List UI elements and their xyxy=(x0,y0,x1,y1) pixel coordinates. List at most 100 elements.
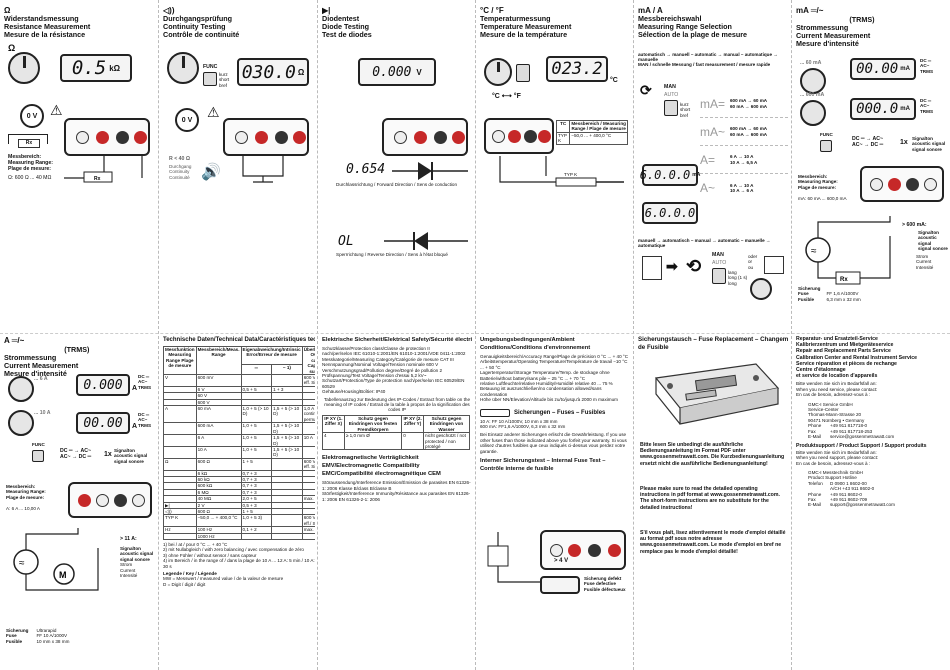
rotary-switch-icon: Ω xyxy=(8,43,40,84)
a-dc-ac-icon: A ═/~ xyxy=(4,336,25,345)
rotary-switch-icon xyxy=(484,58,512,86)
fold-line xyxy=(317,0,318,670)
resistor-icon: Rx xyxy=(18,139,40,148)
table-cell-type: TYP K xyxy=(555,131,571,145)
techdata-cell: 600 Ω xyxy=(195,507,242,516)
continuity-panel: ◁)) Durchgangsprüfung Continuity Testing… xyxy=(163,6,313,326)
func-button-icon xyxy=(203,72,217,86)
dc-ac-trms-labels: DC ═AC~TRMS xyxy=(138,374,152,390)
rotary-switch-icon xyxy=(8,376,34,402)
legend-title: Legende / Key / Légende xyxy=(163,571,217,577)
multimeter-jacks-icon xyxy=(484,118,554,154)
func-label: FUNC xyxy=(820,132,833,137)
techdata-cell xyxy=(163,532,197,541)
lcd-unit: °C xyxy=(610,77,618,84)
diode-title-en: Diode Testing xyxy=(322,22,369,31)
techdata-cell xyxy=(271,514,303,528)
lcd-value: 00.00 xyxy=(83,415,123,431)
man-label: MAN xyxy=(664,84,676,90)
continuity-title-de: Durchgangsprüfung xyxy=(163,14,233,23)
techdata-cell xyxy=(301,445,315,459)
safety-panel: Elektrische Sicherheit/Elektrical Safety… xyxy=(322,336,472,666)
lcd-display-b: 6.0.0.0 xyxy=(642,202,698,224)
techdata-cell: 600 mA xyxy=(195,422,242,436)
rotary-switch-icon xyxy=(750,278,772,300)
lcd-value: 00.00 xyxy=(856,61,899,77)
techdata-cell: 600 V DC AC eff. Sinus xyxy=(301,374,315,387)
ip-head-4: Schutz gegen Eindringen von Wasser xyxy=(423,414,470,434)
rotary-switch-icon xyxy=(800,100,826,126)
range-value: mA: 60 mA ... 600,0 mA xyxy=(798,196,847,202)
techdata-cell: Ω xyxy=(163,457,197,471)
fuse-test-value: > 4 V xyxy=(554,558,569,564)
techdata-cell xyxy=(271,374,303,387)
legend-2: D = Digit / digit / digit xyxy=(163,581,206,587)
techdata-row: 1000 Hz xyxy=(163,532,315,541)
multimeter-jacks-icon xyxy=(64,118,150,156)
lcd-value: 030.0 xyxy=(241,61,296,83)
techdata-notes: 1) bei / at / pour 0 °C ... + 40 °C 2) m… xyxy=(163,542,315,569)
techdata-cell: 1,0 + 5 xyxy=(240,445,273,459)
current-a-title-fr: Mesure d'intensité xyxy=(4,369,67,378)
head-range: Messbereich/Meas. Range xyxy=(195,345,242,376)
temperature-icon: °C / °F xyxy=(480,6,504,15)
continuity-title-fr: Contrôle de continuité xyxy=(163,30,240,39)
range-label-en: Measuring Range: xyxy=(8,160,53,167)
instruction-de: Bitte lesen Sie unbedingt die ausführlic… xyxy=(640,442,785,467)
threshold-label: R < 40 Ω xyxy=(169,156,191,162)
ohm-setting-icon: Ω xyxy=(8,43,16,53)
ip-head-2: Schutz gegen Eindringen von festen Fremd… xyxy=(343,414,403,434)
range-value: A: 6 A ... 10,00 A xyxy=(6,506,40,512)
auto-label-2: AUTO xyxy=(712,260,727,266)
service-company: GMC-I Service GmbH Service-Center Thomas… xyxy=(808,401,865,423)
head-overload: Überlastbarkeit Overload capacity Capaci… xyxy=(301,345,315,376)
rotary-switch-icon xyxy=(800,68,826,94)
ip-head-3: IP XY (2. Ziffer Y) xyxy=(401,414,425,434)
techdata-cell: 10 A xyxy=(195,445,242,459)
test-leads-icon xyxy=(242,156,284,183)
func-button-icon xyxy=(32,450,44,462)
techdata-cell: −50,0 ... + 400,0 °C xyxy=(195,514,242,528)
techdata-cell: 1,5 + 5 (> 10 D) xyxy=(271,434,303,447)
emv-lines: Störaussendung/Interference Emission/Émi… xyxy=(322,480,471,502)
continuity-title-en: Continuity Testing xyxy=(163,22,226,31)
techdata-cell xyxy=(240,532,273,541)
fuse-note: Bei Einsatz anderer Sicherungen erlischt… xyxy=(480,432,627,454)
man-button-icon xyxy=(664,100,678,116)
thermocouple-probe-icon xyxy=(499,156,624,187)
toggle-labels: DC ═ → AC~AC~ → DC ═ xyxy=(60,448,92,461)
ip-caption: Tabellenauszug zur Bedeutung des IP-Code… xyxy=(323,396,471,413)
ip-cell: 4 xyxy=(322,432,345,451)
multimeter-jacks-icon xyxy=(860,166,944,202)
forward-value: 0.654 xyxy=(346,162,386,177)
techdata-cell: 600 V DC AC eff. Sinus xyxy=(301,457,315,471)
resistance-panel: Ω Widerstandsmessung Resistance Measurem… xyxy=(4,6,154,326)
techdata-cell: A xyxy=(163,405,197,424)
lcd-value: 6.0.0.0 xyxy=(639,168,691,182)
temperature-range-table: TC Messbereich / Measuring Range / Plage… xyxy=(555,120,628,145)
lcd-small-icon xyxy=(540,576,580,594)
lcd-value: 0.000 xyxy=(83,377,123,393)
current-a-panel: A ═/~ (TRMS) Strommessung Current Measur… xyxy=(4,336,154,666)
speaker-icon: 🔊 xyxy=(201,164,221,181)
horizontal-fold-line xyxy=(0,333,950,334)
temperature-title-en: Temperature Measurement xyxy=(480,22,572,31)
ip-cell: 0 xyxy=(401,432,425,451)
trms-label: (TRMS) xyxy=(64,345,90,354)
ohm-icon: Ω xyxy=(4,6,11,15)
svg-text:M: M xyxy=(59,570,67,580)
dc-ac-trms-labels: DC ═AC~TRMS xyxy=(920,58,934,74)
table-cell-range: −50,0 ... + 400,0 °C xyxy=(569,131,628,145)
range-label-block: Messbereich: Measuring Range: Plage de m… xyxy=(8,154,53,181)
multimeter-jacks-icon xyxy=(540,530,626,570)
current-circuit-icon: ≈ Rx xyxy=(805,216,891,285)
range2-label: ... 10 A xyxy=(34,410,51,416)
